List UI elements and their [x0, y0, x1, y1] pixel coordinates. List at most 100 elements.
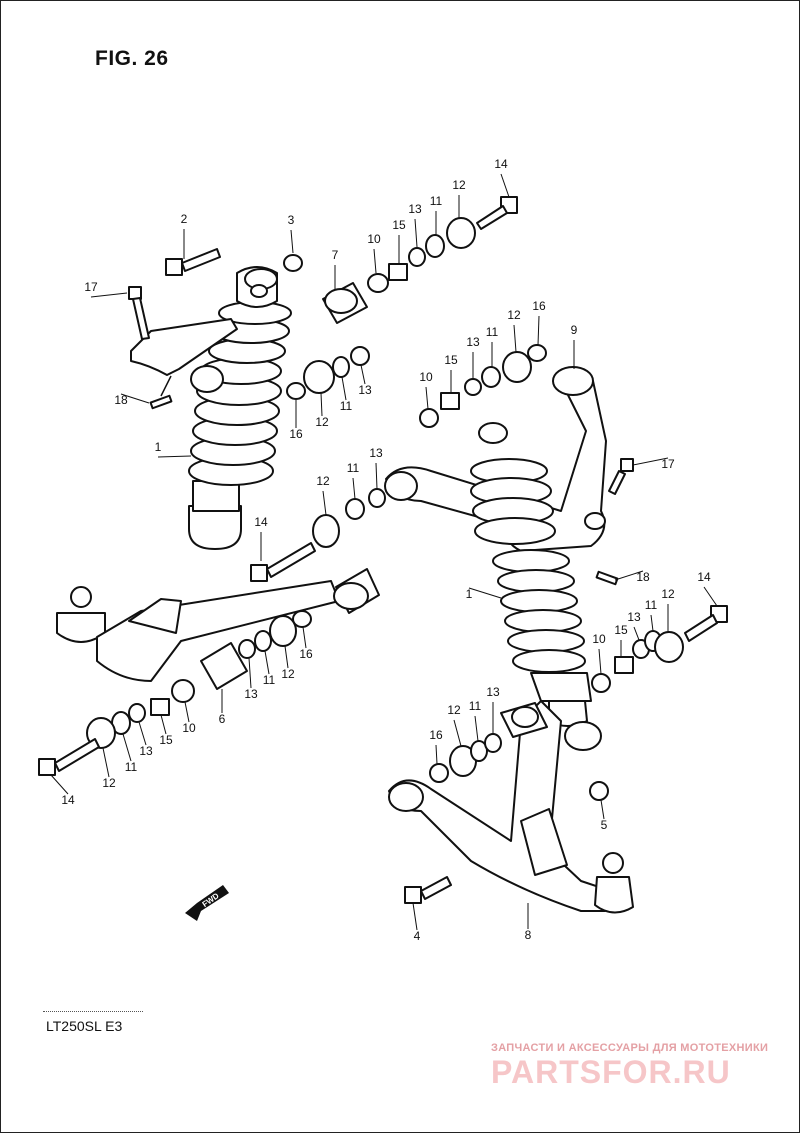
callout-ll-12: 12: [281, 667, 295, 681]
callout-c-11: 11: [486, 325, 499, 339]
leader-line-left-3: [290, 229, 294, 254]
collar-15-r: [614, 656, 634, 674]
callout-ll-12b: 12: [102, 776, 116, 790]
figure-title: FIG. 26: [95, 47, 169, 70]
watermark-logo: PARTSFOR.RU: [491, 1054, 731, 1090]
callout-left-1: 1: [155, 440, 162, 454]
washer-11-ll: [254, 630, 272, 652]
callout-mid-16: 16: [289, 427, 303, 441]
callout-ll-13b: 13: [139, 744, 153, 758]
washer-11-m: [345, 498, 365, 520]
callout-r-14: 14: [697, 570, 711, 584]
callout-c-15: 15: [444, 353, 458, 367]
bushing-6-ll: [200, 642, 248, 690]
callout-m-12: 12: [316, 474, 330, 488]
callout-up-11: 11: [430, 194, 443, 208]
callout-lr-16: 16: [429, 728, 443, 742]
callout-up-7: 7: [332, 248, 339, 262]
callout-lr-13: 13: [486, 685, 500, 699]
bolt-17-right: [608, 458, 634, 495]
leader-line-ll-16: [302, 626, 307, 649]
cap-12-ll: [269, 615, 297, 647]
callout-c-12: 12: [507, 308, 521, 322]
callout-c-10: 10: [419, 370, 433, 384]
bolt-14-top: [476, 196, 518, 230]
collar-15-center: [440, 392, 460, 410]
leader-line-up-13: [414, 218, 418, 248]
watermark-tagline: ЗАПЧАСТИ И АКСЕССУАРЫ ДЛЯ МОТОТЕХНИКИ: [491, 1042, 769, 1054]
leader-line-left-17: [90, 292, 128, 298]
upper-arm-bushing-7: [322, 282, 368, 324]
callout-c-16: 16: [532, 299, 546, 313]
callout-up-13: 13: [408, 202, 422, 216]
callout-mid-11: 11: [340, 399, 353, 413]
leader-line-c-12: [513, 324, 517, 353]
callout-lr-8: 8: [525, 928, 532, 942]
leader-line-r-18: [614, 570, 644, 581]
left-shock-absorber: [188, 266, 292, 550]
nut-3: [283, 254, 303, 272]
leader-line-c-10: [425, 386, 429, 410]
callout-ll-11b: 11: [125, 760, 138, 774]
seal-13-mid: [350, 346, 370, 366]
leader-line-r-13: [633, 626, 640, 641]
callout-left-3: 3: [288, 213, 295, 227]
leader-line-up-10: [373, 248, 377, 274]
callout-c-13: 13: [466, 335, 480, 349]
leader-line-left-1: [157, 455, 192, 458]
callout-m-14: 14: [254, 515, 268, 529]
leader-line-m-12: [322, 490, 327, 516]
callout-lr-4: 4: [414, 929, 421, 943]
bolt-4: [404, 876, 452, 904]
nut-16-ll: [292, 610, 312, 628]
bearing-10-center: [419, 408, 439, 428]
leader-line-ll-13b: [138, 721, 147, 746]
leader-line-ll-11: [264, 650, 270, 675]
bolt-2: [165, 248, 221, 276]
leader-line-r-10: [598, 648, 602, 675]
leader-line-mid-13: [360, 364, 366, 385]
callout-ll-16: 16: [299, 647, 313, 661]
callout-lr-12: 12: [447, 703, 461, 717]
callout-mid-12: 12: [315, 415, 329, 429]
nut-16-lr: [429, 763, 449, 783]
washer-11-lr: [470, 740, 488, 762]
leader-line-lr-4: [412, 902, 418, 931]
leader-line-mid-12: [320, 392, 323, 417]
leader-line-c-16: [537, 315, 540, 346]
leader-line-r-11: [650, 614, 654, 632]
callout-left-2: 2: [181, 212, 188, 226]
cap-12-m: [312, 514, 340, 548]
leader-line-lr-5: [600, 799, 605, 820]
seal-13-ll-b: [128, 703, 146, 723]
seal-13-m: [368, 488, 386, 508]
callout-ll-15: 15: [159, 733, 173, 747]
left-cotter-pin: [149, 394, 173, 410]
leader-line-r-17: [632, 457, 669, 466]
callout-r-15: 15: [614, 623, 628, 637]
leader-line-ll-12: [284, 645, 289, 669]
left-shock-mount-bracket: [130, 318, 238, 376]
callout-left-17: 17: [84, 280, 98, 294]
bolt-14-mid: [250, 542, 316, 582]
right-cotter-pin: [595, 570, 619, 586]
cap-12-mid: [303, 360, 335, 394]
leader-line-lr-11: [474, 715, 479, 742]
callout-r-17: 17: [661, 457, 675, 471]
lower-left-arm-6: [56, 568, 380, 682]
leader-line-ll-13: [248, 657, 252, 689]
leader-line-m-13: [375, 462, 378, 490]
seal-13-ll: [238, 639, 256, 659]
callout-up-10: 10: [367, 232, 381, 246]
callout-up-14: 14: [494, 157, 508, 171]
callout-ll-10: 10: [182, 721, 196, 735]
collar-15-top: [388, 263, 408, 281]
callout-ll-6: 6: [219, 712, 226, 726]
leader-line-mid-11: [341, 376, 347, 401]
leader-line-lr-16: [435, 744, 438, 765]
leader-line-ll-15: [160, 714, 167, 735]
callout-ll-11: 11: [263, 673, 276, 687]
bearing-10-ll: [171, 679, 195, 703]
bolt-17-left: [128, 286, 150, 340]
